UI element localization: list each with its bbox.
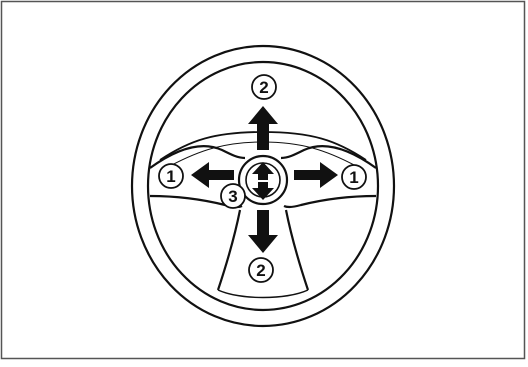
- bottom-spoke-base: [218, 290, 308, 298]
- arrow-center-down-icon: [252, 182, 274, 200]
- arrow-up-icon: [248, 106, 278, 150]
- callout-left-label: 1: [166, 167, 175, 186]
- arrow-left-icon: [191, 162, 234, 188]
- arrow-icons: [191, 106, 338, 253]
- callout-top-label: 2: [259, 78, 268, 97]
- callout-bottom-label: 2: [256, 261, 265, 280]
- arrow-down-icon: [248, 210, 278, 253]
- callout-right-label: 1: [349, 168, 358, 187]
- arrow-right-icon: [294, 162, 338, 188]
- callout-center-label: 3: [228, 187, 237, 206]
